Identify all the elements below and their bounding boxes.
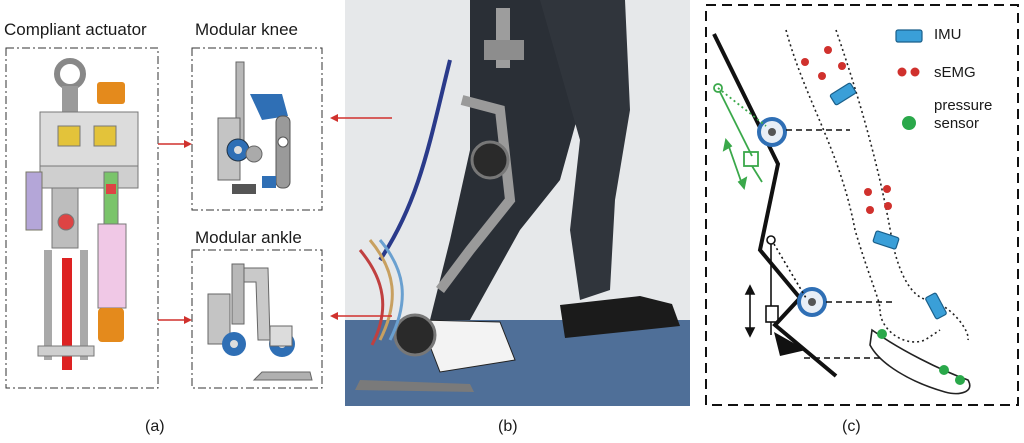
semg-dots-icon xyxy=(897,67,920,77)
semg-sensors xyxy=(801,46,892,214)
panel-a-drawing xyxy=(5,47,323,389)
compliant-actuator-drawing xyxy=(25,58,139,370)
legend-semg-label: sEMG xyxy=(934,64,976,81)
knee-joint xyxy=(757,117,787,147)
actuator-frame xyxy=(5,47,159,389)
modular-knee-drawing xyxy=(217,61,291,194)
leg-outline-front xyxy=(785,29,941,343)
imu-sensors xyxy=(829,82,947,320)
caption-b: (b) xyxy=(498,418,518,435)
exo-link xyxy=(712,33,838,378)
ankle-frame xyxy=(191,249,323,389)
legend-pressure-label: pressure sensor xyxy=(934,97,993,132)
modular-ankle-drawing xyxy=(207,263,313,381)
exoskeleton-frame xyxy=(355,8,524,392)
pressure-dot-icon xyxy=(902,116,916,130)
arrows-a xyxy=(158,140,192,324)
caption-a: (a) xyxy=(145,418,165,435)
ankle-spring xyxy=(744,235,807,338)
compliant-actuator-title: Compliant actuator xyxy=(4,20,147,39)
imu-rect-icon xyxy=(895,29,923,43)
pressure-sensors xyxy=(877,329,965,385)
modular-ankle-title: Modular ankle xyxy=(195,228,302,247)
knee-frame xyxy=(191,47,323,211)
ankle-joint xyxy=(797,287,827,317)
legend-imu-label: IMU xyxy=(934,26,962,43)
modular-knee-title: Modular knee xyxy=(195,20,299,39)
knee-spring xyxy=(713,83,767,191)
sole-outline xyxy=(869,328,971,395)
caption-c: (c) xyxy=(842,418,861,435)
